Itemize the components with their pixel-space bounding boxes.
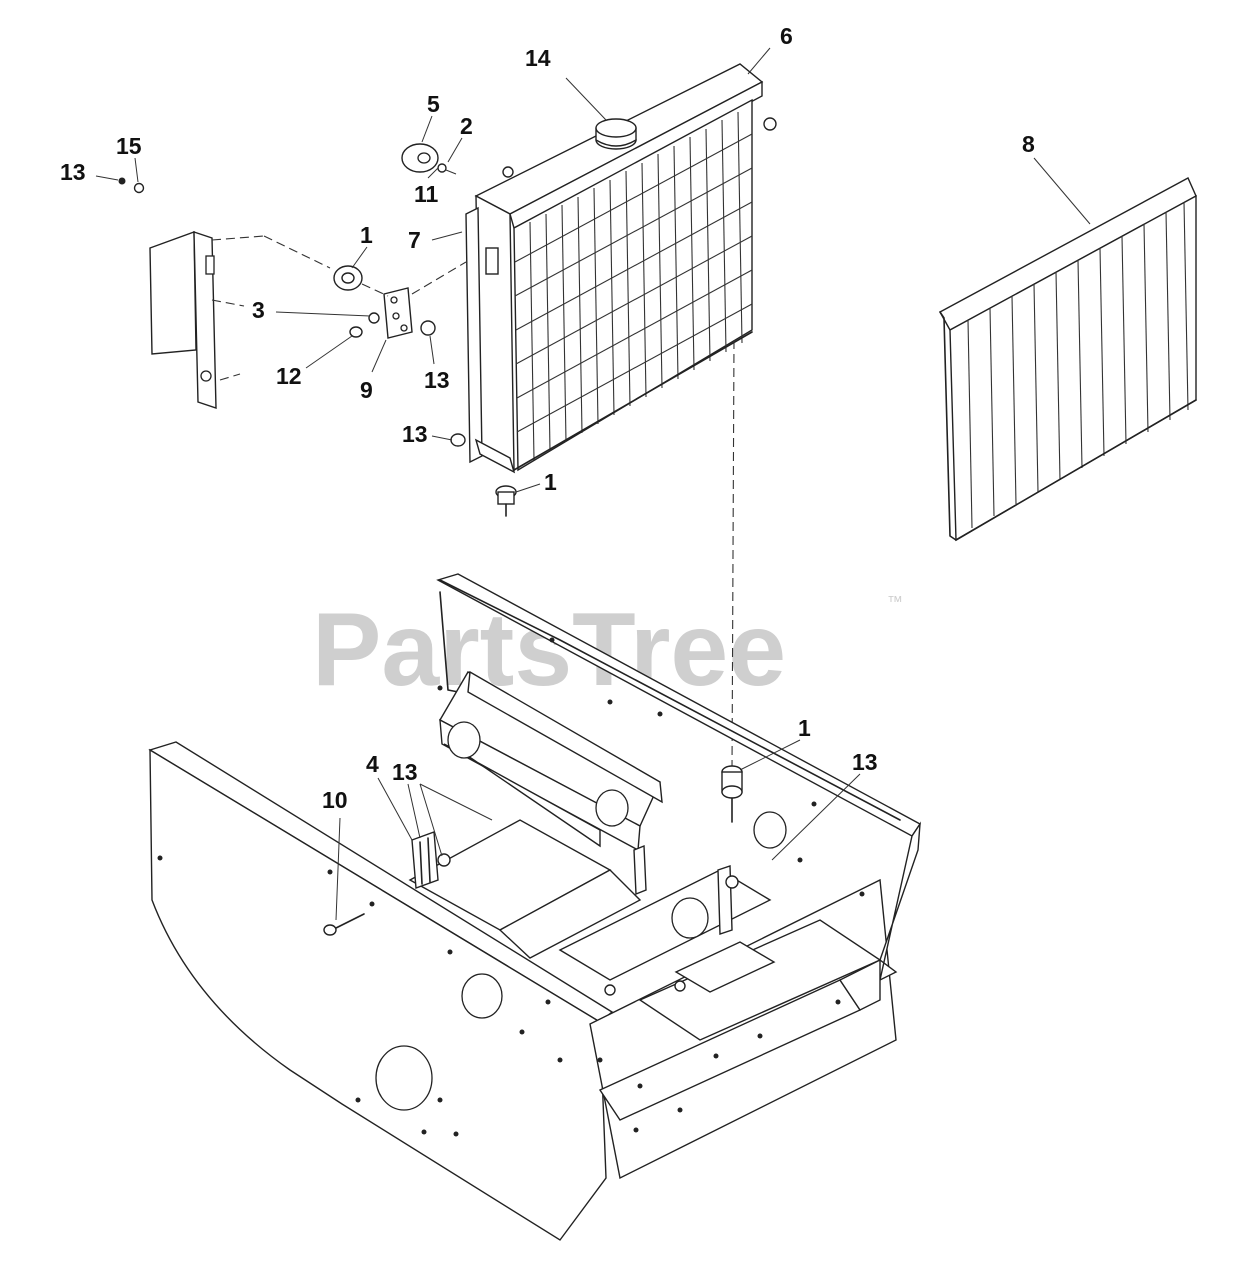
bracket-plate	[333, 261, 467, 339]
callout-13-frame: 13	[852, 749, 878, 775]
leader-lines	[95, 47, 1091, 921]
callout-13-top: 13	[60, 159, 86, 185]
watermark-trademark: ™	[887, 594, 903, 611]
washer-15	[133, 182, 145, 194]
callout-2: 2	[460, 113, 473, 139]
callout-15: 15	[116, 133, 142, 159]
callout-1-radiator: 1	[544, 469, 557, 495]
nut-13-radiator	[450, 433, 466, 447]
chassis-holes	[157, 637, 865, 1137]
alignment-line	[731, 339, 735, 771]
nut-13-top	[118, 177, 126, 185]
frame-stud-2	[674, 980, 686, 992]
callout-14: 14	[525, 45, 551, 71]
isolator-lower	[495, 485, 517, 517]
hose-flange	[401, 143, 457, 175]
callout-7: 7	[408, 227, 421, 253]
callout-3: 3	[252, 297, 265, 323]
bolt-10	[323, 913, 365, 936]
callout-13-radiator: 13	[402, 421, 428, 447]
chassis-isolator	[721, 765, 743, 823]
radiator	[465, 63, 777, 474]
callout-1-bracket: 1	[360, 222, 373, 248]
callout-8: 8	[1022, 131, 1035, 157]
callout-6: 6	[780, 23, 793, 49]
watermark-text: PartsTree	[312, 592, 786, 708]
callout-labels: 14 6 5 2 11 15 13 1 7 3 12 9 13 13 1 8 1…	[60, 23, 1035, 813]
callout-4: 4	[366, 751, 379, 777]
mounting-bracket	[149, 231, 331, 409]
callout-10: 10	[322, 787, 348, 813]
callout-1-frame: 1	[798, 715, 811, 741]
frame-stud	[604, 984, 616, 996]
radiator-cap	[595, 118, 637, 150]
callout-13-deck: 13	[392, 759, 418, 785]
nut-13-frame	[725, 875, 739, 889]
grille	[939, 177, 1197, 542]
callout-5: 5	[427, 91, 440, 117]
callout-12: 12	[276, 363, 302, 389]
callout-13-bracket: 13	[424, 367, 450, 393]
callout-9: 9	[360, 377, 373, 403]
nut-13-bracket	[437, 853, 451, 867]
callout-11: 11	[414, 181, 439, 207]
